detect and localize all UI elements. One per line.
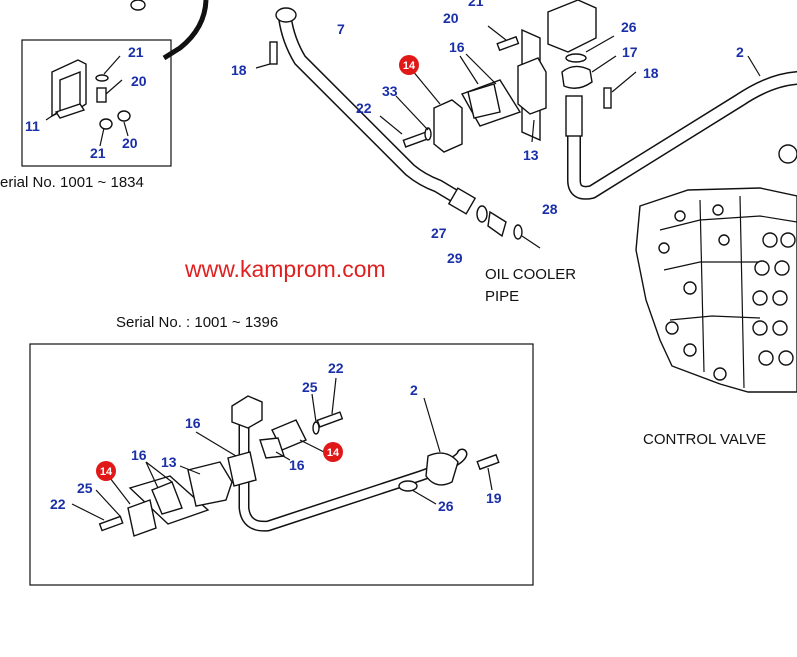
callout-number: 19 — [486, 490, 502, 506]
callout-number: 13 — [161, 454, 177, 470]
o-ring-26-lower — [398, 480, 418, 492]
svg-text:14: 14 — [327, 447, 340, 459]
callout-number: 7 — [337, 21, 345, 37]
callout-number: 27 — [431, 225, 447, 241]
bolt-head-fragment — [130, 0, 146, 11]
serial-label-top: erial No. 1001 ~ 1834 — [0, 174, 144, 191]
nut-part — [99, 118, 113, 130]
hose-fitting-top — [275, 7, 297, 23]
plate-13-lower — [187, 461, 233, 507]
clamp-14 — [433, 99, 463, 153]
hose-arc-fragment — [162, 0, 209, 61]
badge-14-main: 14 — [399, 55, 419, 75]
watermark-text: www.kamprom.com — [184, 256, 386, 282]
callout-number: 22 — [356, 100, 372, 116]
callout-number: 26 — [621, 19, 637, 35]
callout-number: 21 — [128, 44, 144, 60]
callout-number: 29 — [447, 250, 463, 266]
callout-number: 22 — [50, 496, 66, 512]
serial-label-lower: Serial No. : 1001 ~ 1396 — [116, 314, 278, 331]
o-ring-27 — [476, 205, 488, 223]
pipe-flange-top — [231, 395, 263, 429]
bolt-18-right — [603, 87, 612, 109]
svg-text:14: 14 — [100, 466, 113, 478]
control-valve-label: CONTROL VALVE — [643, 431, 766, 448]
bracket-foot — [54, 103, 86, 119]
badge-14-lower-right: 14 — [323, 442, 343, 462]
callout-number: 25 — [302, 379, 318, 395]
inset-frame-lower — [29, 343, 534, 586]
callout-number: 25 — [77, 480, 93, 496]
clamp-16-lower — [151, 481, 183, 515]
oil-cooler-label-line1: OIL COOLER — [485, 266, 576, 283]
callout-number: 20 — [122, 135, 138, 151]
callout-number: 11 — [25, 118, 40, 134]
o-ring-26 — [565, 53, 587, 63]
clamp-14-lower-left — [127, 499, 157, 537]
flange-block — [547, 0, 597, 53]
bolt-22-lower-right — [316, 411, 344, 428]
clamp-16-upper — [517, 57, 547, 115]
bolt-part — [96, 87, 107, 103]
valve-fitting — [778, 144, 797, 164]
bolt-18-left — [269, 41, 278, 65]
inset-frame-top-left — [21, 39, 172, 167]
pipe-2-main — [568, 72, 797, 199]
callout-number: 2 — [736, 44, 744, 60]
callout-number: 22 — [328, 360, 344, 376]
split-flange-lower — [425, 452, 459, 486]
bolt-22-lower-left — [98, 515, 124, 532]
o-ring-28 — [513, 224, 523, 240]
callout-number: 17 — [622, 44, 638, 60]
oil-cooler-label-line2: PIPE — [485, 288, 519, 305]
callout-number: 16 — [449, 39, 465, 55]
callout-number: 21 — [468, 0, 484, 9]
bolt-head-part — [117, 110, 131, 122]
callout-number: 2 — [410, 382, 418, 398]
callout-number: 18 — [643, 65, 659, 81]
bolt-19 — [476, 453, 500, 471]
washer-33 — [424, 127, 432, 141]
washer-25-lower — [312, 421, 320, 435]
callout-number: 28 — [542, 201, 558, 217]
callout-number: 18 — [231, 62, 247, 78]
callout-number: 16 — [289, 457, 305, 473]
bolt-21 — [496, 35, 520, 52]
callout-number: 13 — [523, 147, 539, 163]
callout-number: 16 — [131, 447, 147, 463]
callout-number: 20 — [443, 10, 459, 26]
pipe-fitting — [565, 95, 583, 137]
control-valve-body — [635, 187, 797, 393]
connector-29 — [487, 210, 507, 238]
split-flange-17 — [561, 65, 593, 89]
callout-number: 20 — [131, 73, 147, 89]
callout-number: 26 — [438, 498, 454, 514]
callout-number: 33 — [382, 83, 398, 99]
hose-7 — [279, 12, 464, 204]
clamp-16-mid — [227, 451, 257, 487]
callout-number: 16 — [185, 415, 201, 431]
hose-end-fitting — [447, 187, 477, 215]
washer-part — [95, 74, 109, 82]
clamp-16 — [467, 83, 501, 119]
badge-14-lower-left: 14 — [96, 461, 116, 481]
callout-number: 21 — [90, 145, 106, 161]
svg-text:14: 14 — [403, 60, 416, 72]
